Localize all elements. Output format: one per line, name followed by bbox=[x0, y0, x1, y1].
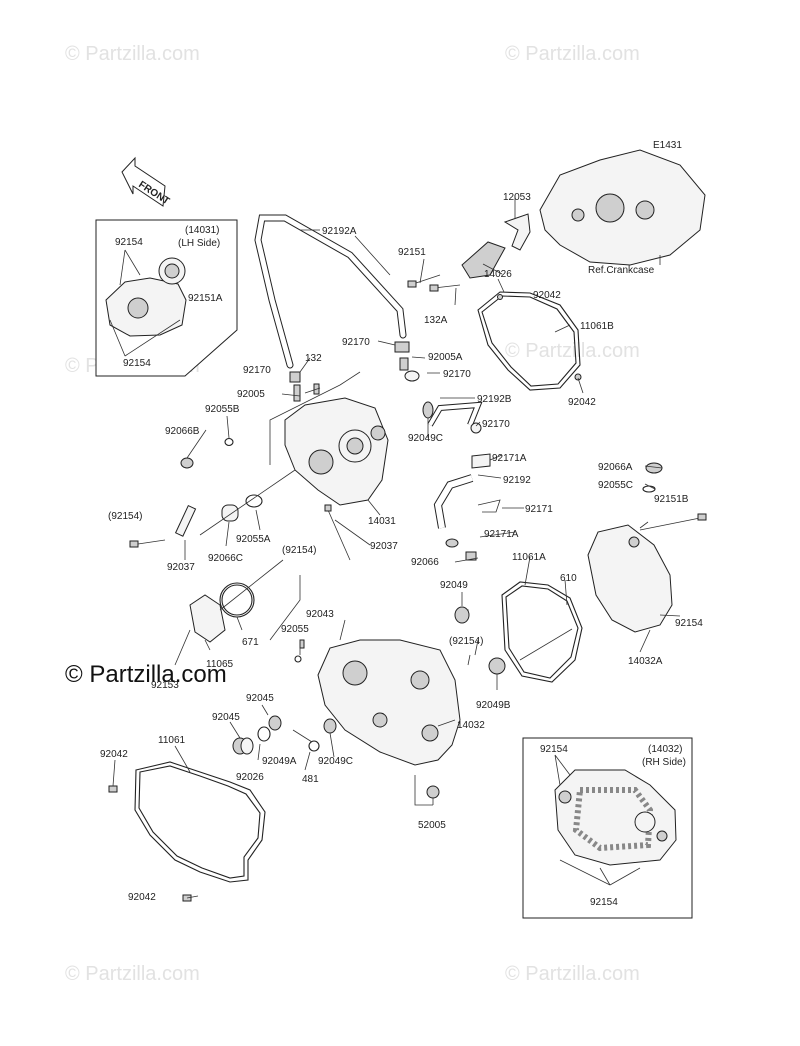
part-label: 92170 bbox=[482, 419, 510, 430]
part-label: 610 bbox=[560, 573, 577, 584]
part-label: 92005 bbox=[237, 389, 265, 400]
part-label: 11065 bbox=[206, 659, 234, 670]
part-label: 92151A bbox=[188, 293, 223, 304]
part-label: 92171A bbox=[492, 453, 527, 464]
part-label: 52005 bbox=[418, 820, 446, 831]
diagram-code: E1431 bbox=[653, 140, 682, 151]
part-label: 92042 bbox=[533, 290, 561, 301]
part-label: 92066B bbox=[165, 426, 200, 437]
part-label: 92055B bbox=[205, 404, 240, 415]
part-label: 92153 bbox=[151, 680, 179, 691]
part-label: 92154 bbox=[540, 744, 568, 755]
part-label: 92066C bbox=[208, 553, 243, 564]
part-label: 92171A bbox=[484, 529, 519, 540]
part-label: 671 bbox=[242, 637, 259, 648]
inset-title: (14032) bbox=[648, 744, 682, 755]
part-label: (92154) bbox=[282, 545, 316, 556]
part-label: 92170 bbox=[342, 337, 370, 348]
part-12053 bbox=[503, 213, 531, 251]
part-label: 92055C bbox=[598, 480, 633, 491]
part-label: 92170 bbox=[243, 365, 271, 376]
part-label: 481 bbox=[302, 774, 319, 785]
part-14026 bbox=[461, 241, 506, 279]
part-label: 92049C bbox=[408, 433, 443, 444]
inset-rh-side: (14032) (RH Side) 92154 92154 bbox=[522, 737, 693, 919]
part-label: 92066 bbox=[411, 557, 439, 568]
part-label: 92151 bbox=[398, 247, 426, 258]
part-label: 11061 bbox=[158, 735, 186, 746]
watermark: © Partzilla.com bbox=[505, 963, 640, 985]
part-label: 92170 bbox=[443, 369, 471, 380]
part-label: 92043 bbox=[306, 609, 334, 620]
part-label: 132A bbox=[424, 315, 448, 326]
part-label: 12053 bbox=[503, 192, 531, 203]
part-label: 92171 bbox=[525, 504, 553, 515]
part-label: 92192A bbox=[322, 226, 357, 237]
part-label: 92154 bbox=[123, 358, 151, 369]
part-label: 92192B bbox=[477, 394, 512, 405]
part-label: 92055 bbox=[281, 624, 309, 635]
part-labels: 12053 92151 14026 132A 92042 11061B 9204… bbox=[100, 192, 703, 903]
part-label: 14032 bbox=[457, 720, 485, 731]
part-label: 92005A bbox=[428, 352, 463, 363]
inset-subtitle: (RH Side) bbox=[642, 757, 686, 768]
inset-lh-side: (14031) (LH Side) 92154 92151A 92154 bbox=[95, 219, 238, 377]
part-label: 92026 bbox=[236, 772, 264, 783]
part-label: 14026 bbox=[484, 269, 512, 280]
part-label: 92151B bbox=[654, 494, 689, 505]
front-arrow-icon: FRONT bbox=[121, 156, 171, 207]
part-label: 92049A bbox=[262, 756, 297, 767]
crankcase bbox=[514, 149, 706, 266]
leader-lines bbox=[112, 235, 681, 899]
inset-title: (14031) bbox=[185, 225, 219, 236]
crankcase-cover-14032 bbox=[317, 609, 469, 766]
part-label: 92049C bbox=[318, 756, 353, 767]
left-cover-14031 bbox=[284, 397, 389, 506]
watermark: © Partzilla.com bbox=[505, 43, 640, 65]
part-label: 92042 bbox=[100, 749, 128, 760]
part-label: 92045 bbox=[246, 693, 274, 704]
part-label: 92042 bbox=[568, 397, 596, 408]
inset-subtitle: (LH Side) bbox=[178, 238, 220, 249]
part-label: 92066A bbox=[598, 462, 633, 473]
part-label: 92049B bbox=[476, 700, 511, 711]
part-label: 92045 bbox=[212, 712, 240, 723]
part-label: 92154 bbox=[590, 897, 618, 908]
main-watermark: © Partzilla.com bbox=[65, 661, 227, 688]
ref-crankcase-label: Ref.Crankcase bbox=[588, 265, 655, 276]
part-label: (92154) bbox=[449, 636, 483, 647]
part-label: 92154 bbox=[675, 618, 703, 629]
part-label: 92192 bbox=[503, 475, 531, 486]
part-label: 92049 bbox=[440, 580, 468, 591]
watermark: © Partzilla.com bbox=[65, 43, 200, 65]
part-label: (92154) bbox=[108, 511, 142, 522]
watermark: © Partzilla.com bbox=[505, 340, 640, 362]
part-label: 92037 bbox=[167, 562, 195, 573]
part-label: 14032A bbox=[628, 656, 663, 667]
part-label: 92055A bbox=[236, 534, 271, 545]
part-label: 14031 bbox=[368, 516, 396, 527]
clutch-cover-14032a bbox=[587, 513, 707, 633]
part-label: 92037 bbox=[370, 541, 398, 552]
part-label: 92154 bbox=[115, 237, 143, 248]
part-label: 11061B bbox=[580, 321, 614, 332]
watermark: © Partzilla.com bbox=[65, 963, 200, 985]
part-label: 11061A bbox=[512, 552, 546, 563]
part-label: 132 bbox=[305, 353, 322, 364]
part-label: 92042 bbox=[128, 892, 156, 903]
